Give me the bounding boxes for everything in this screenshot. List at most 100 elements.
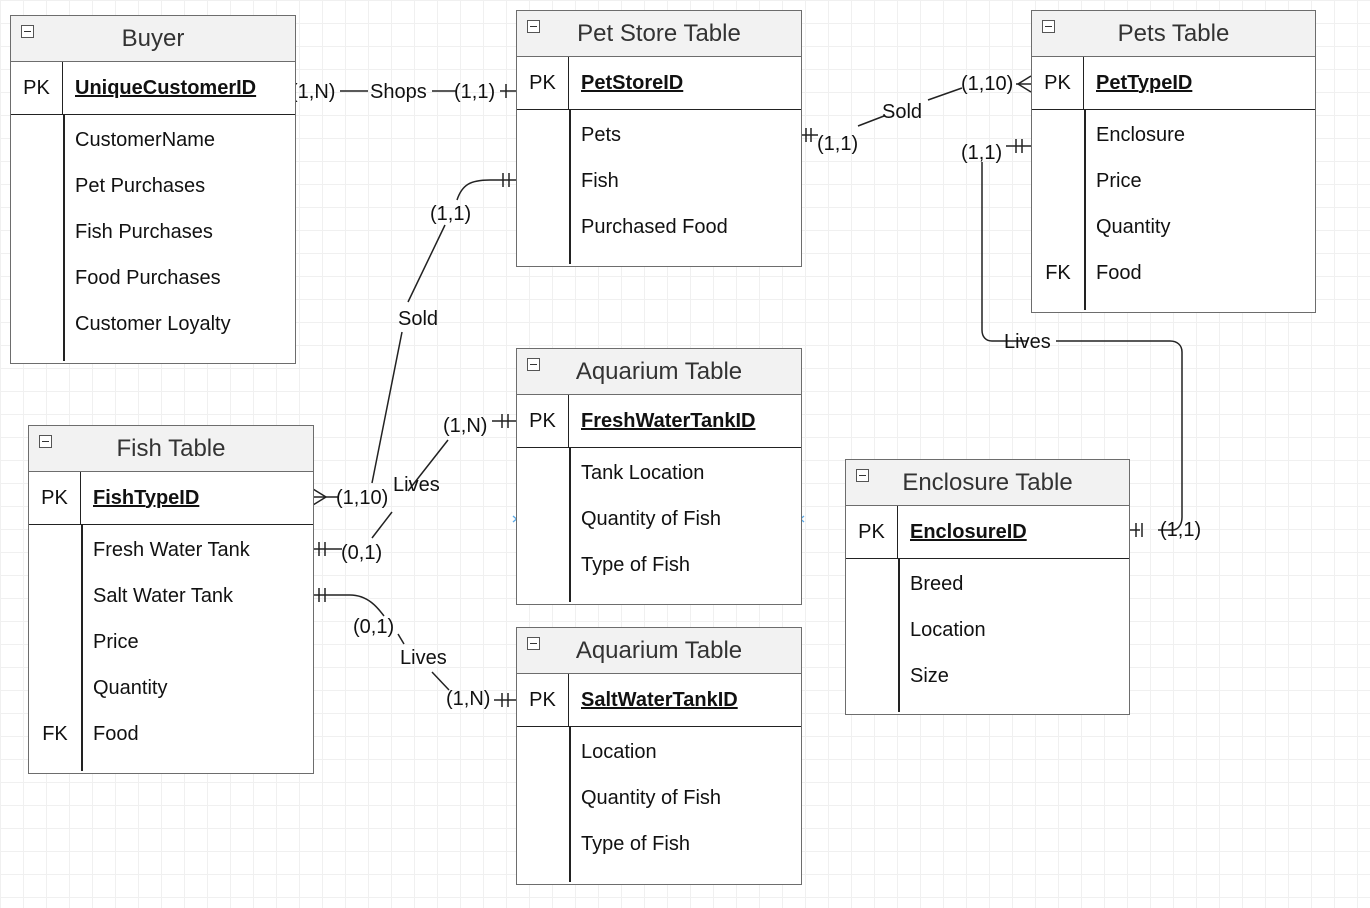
aquarium-fresh-field: Tank Location	[581, 462, 705, 484]
collapse-icon[interactable]	[527, 637, 540, 650]
aquarium-salt-title: Aquarium Table	[575, 636, 743, 664]
fish-fields: Fresh Water Tank Salt Water Tank Price Q…	[29, 525, 313, 771]
aquarium-salt-pk-name: SaltWaterTankID	[581, 688, 738, 711]
pets-title: Pets Table	[1117, 19, 1230, 47]
pet-store-entity[interactable]: Pet Store Table PK PetStoreID Pets Fish …	[516, 10, 802, 267]
lives-fish-fresh-from-cardinality: (0,1)	[341, 542, 382, 564]
shops-label: Shops	[370, 81, 427, 103]
enclosure-header: Enclosure Table	[846, 460, 1129, 506]
pk-label: PK	[1032, 57, 1084, 109]
fish-field: Price	[93, 631, 139, 653]
pets-header: Pets Table	[1032, 11, 1315, 57]
lives-salt-one-marker	[501, 693, 509, 707]
buyer-fields: CustomerName Pet Purchases Fish Purchase…	[11, 115, 295, 361]
fish-entity[interactable]: Fish Table PK FishTypeID Fresh Water Tan…	[28, 425, 314, 774]
pets-field: Price	[1096, 170, 1142, 192]
sold-fish-store-from-cardinality: (1,10)	[336, 487, 388, 509]
sold-store-pets-from-cardinality: (1,1)	[817, 133, 858, 155]
lives-fish-salt-from-cardinality: (0,1)	[353, 616, 394, 638]
enclosure-entity[interactable]: Enclosure Table PK EnclosureID Breed Loc…	[845, 459, 1130, 715]
enclosure-pk-row: PK EnclosureID	[846, 506, 1129, 559]
pk-label: PK	[517, 674, 569, 726]
pets-entity[interactable]: Pets Table PK PetTypeID Enclosure Price …	[1031, 10, 1316, 313]
fish-field: Fresh Water Tank	[93, 539, 250, 561]
lives-pets-enclosure-from-cardinality: (1,1)	[961, 142, 1002, 164]
aquarium-salt-field: Location	[581, 741, 657, 763]
fish-field: Salt Water Tank	[93, 585, 234, 607]
collapse-icon[interactable]	[21, 25, 34, 38]
sold-store-fish-marker	[502, 173, 510, 187]
aquarium-salt-header: Aquarium Table	[517, 628, 801, 674]
buyer-field: Fish Purchases	[75, 221, 213, 243]
fish-header: Fish Table	[29, 426, 313, 472]
collapse-icon[interactable]	[1042, 20, 1055, 33]
sold-fish-store-line	[313, 179, 516, 498]
aquarium-fresh-fields: Tank Location Quantity of Fish Type of F…	[517, 448, 801, 602]
lives-pets-enclosure-label: Lives	[1004, 331, 1051, 353]
lives-fish-fresh-label: Lives	[393, 474, 440, 496]
buyer-header: Buyer	[11, 16, 295, 62]
pk-label: PK	[517, 395, 569, 447]
aquarium-fresh-pk-row: PK FreshWaterTankID	[517, 395, 801, 448]
enclosure-fields: Breed Location Size	[846, 559, 1129, 712]
buyer-field: Food Purchases	[75, 267, 221, 289]
sold-fish-many-marker	[312, 488, 328, 506]
sold-pets-many-marker	[1016, 75, 1032, 93]
pets-fields: Enclosure Price Quantity FK Food	[1032, 110, 1315, 310]
fish-title: Fish Table	[116, 434, 226, 462]
aquarium-fresh-title: Aquarium Table	[575, 357, 743, 385]
buyer-pk-row: PK UniqueCustomerID	[11, 62, 295, 115]
lives-fish-salt-one-marker	[318, 588, 326, 602]
buyer-entity[interactable]: Buyer PK UniqueCustomerID CustomerName P…	[10, 15, 296, 364]
buyer-field: Customer Loyalty	[75, 313, 231, 335]
buyer-pk-name: UniqueCustomerID	[75, 76, 257, 99]
aquarium-fresh-pk-name: FreshWaterTankID	[581, 409, 756, 432]
collapse-icon[interactable]	[527, 358, 540, 371]
aquarium-fresh-entity[interactable]: Aquarium Table PK FreshWaterTankID Tank …	[516, 348, 802, 605]
fk-label: FK	[1045, 262, 1071, 284]
enclosure-field: Location	[910, 619, 986, 641]
pet-store-pk-name: PetStoreID	[581, 71, 684, 94]
aquarium-fresh-header: Aquarium Table	[517, 349, 801, 395]
fish-field: Food	[93, 723, 139, 745]
buyer-field: CustomerName	[75, 129, 216, 151]
pk-label: PK	[517, 57, 569, 109]
aquarium-fresh-field: Quantity of Fish	[581, 508, 722, 530]
collapse-icon[interactable]	[856, 469, 869, 482]
aquarium-salt-field: Type of Fish	[581, 833, 690, 855]
fk-label: FK	[42, 723, 68, 745]
pk-label: PK	[11, 62, 63, 114]
lives-fish-salt-line	[313, 594, 516, 701]
lives-fish-fresh-line	[313, 420, 516, 550]
lives-pets-enclosure-to-cardinality: (1,1)	[1160, 519, 1201, 541]
pets-field: Enclosure	[1096, 124, 1185, 146]
buyer-title: Buyer	[121, 24, 185, 52]
sold-store-pets-line	[801, 83, 1031, 136]
enclosure-field: Breed	[910, 573, 964, 595]
collapse-icon[interactable]	[39, 435, 52, 448]
pk-label: PK	[29, 472, 81, 524]
pet-store-fields: Pets Fish Purchased Food	[517, 110, 801, 264]
fish-field: Quantity	[93, 677, 168, 699]
lives-enclosure-one-marker	[1135, 523, 1143, 537]
lives-fish-salt-label: Lives	[400, 647, 447, 669]
lives-fish-fresh-one-marker	[318, 542, 326, 556]
pet-store-field: Purchased Food	[581, 216, 728, 238]
pet-store-pk-row: PK PetStoreID	[517, 57, 801, 110]
sold-store-pets-label: Sold	[882, 101, 922, 123]
lives-pets-one-marker	[1015, 139, 1023, 153]
aquarium-salt-field: Quantity of Fish	[581, 787, 722, 809]
aquarium-salt-entity[interactable]: Aquarium Table PK SaltWaterTankID Locati…	[516, 627, 802, 885]
shops-from-cardinality: (1,N)	[291, 81, 335, 103]
fish-pk-row: PK FishTypeID	[29, 472, 313, 525]
enclosure-title: Enclosure Table	[902, 468, 1073, 496]
collapse-icon[interactable]	[527, 20, 540, 33]
lives-pets-enclosure-line	[981, 145, 1183, 531]
lives-fresh-one-marker	[501, 414, 509, 428]
pets-pk-name: PetTypeID	[1096, 71, 1193, 94]
enclosure-field: Size	[910, 665, 949, 687]
pk-label: PK	[846, 506, 898, 558]
lives-fish-salt-to-cardinality: (1,N)	[446, 688, 490, 710]
